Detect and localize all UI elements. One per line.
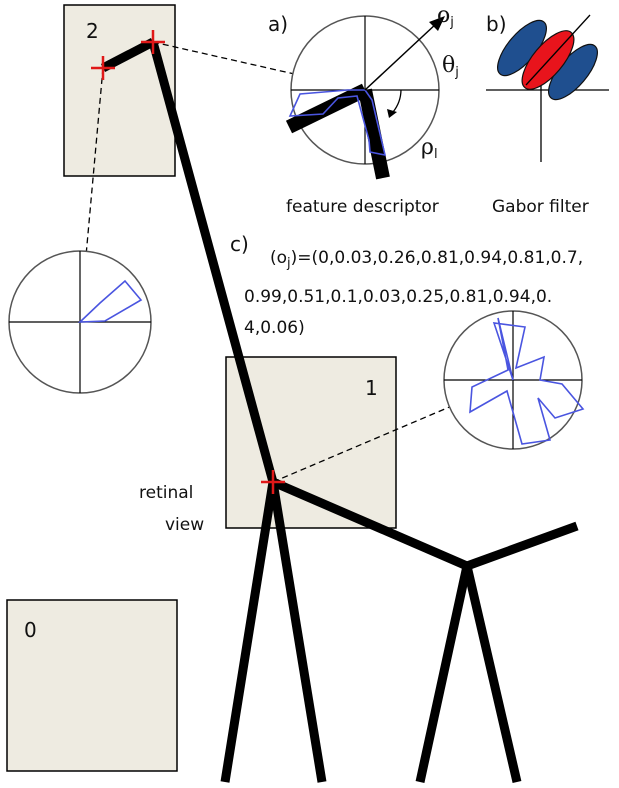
panel-label-a: a) bbox=[268, 12, 288, 36]
figure-hind-leg-left bbox=[415, 565, 472, 783]
cross-markers bbox=[91, 30, 285, 494]
marker-head bbox=[91, 56, 115, 80]
sequence-line-3: 4,0.06) bbox=[244, 318, 305, 338]
gabor-filter-icon bbox=[486, 14, 609, 162]
figure-leg-right bbox=[268, 481, 327, 783]
stick-figure bbox=[100, 38, 579, 784]
marker-neck bbox=[141, 30, 165, 54]
head-descriptor-circle bbox=[8, 250, 152, 394]
figure-hind-leg-right bbox=[462, 564, 522, 784]
connector-hip-to-right-circle bbox=[272, 379, 514, 483]
descriptor-arm-right bbox=[358, 88, 390, 180]
figure-neck bbox=[100, 38, 156, 72]
symbol-rho-l: ρl bbox=[421, 135, 438, 162]
figure-leg-left bbox=[220, 481, 278, 783]
view-number-1: 1 bbox=[365, 376, 378, 400]
panel-label-c: c) bbox=[230, 232, 249, 256]
view-box-2 bbox=[63, 4, 176, 177]
figure-back bbox=[271, 477, 469, 571]
retinal-label-line-2: view bbox=[165, 515, 204, 535]
sequence-line-1: (oj)=(0,0.03,0.26,0.81,0.94,0.81,0.7, bbox=[270, 248, 583, 271]
view-number-2: 2 bbox=[86, 19, 99, 43]
view-number-0: 0 bbox=[24, 618, 37, 642]
view-box-0 bbox=[6, 599, 178, 772]
caption-gabor-filter: Gabor filter bbox=[492, 197, 589, 217]
sequence-line-2: 0.99,0.51,0.1,0.03,0.25,0.81,0.94,0. bbox=[244, 287, 552, 307]
figure-spine bbox=[148, 40, 278, 484]
rho-arc-head bbox=[387, 109, 397, 118]
feature-descriptor-circle bbox=[285, 15, 445, 180]
head-histogram-polygon bbox=[77, 279, 143, 323]
descriptor-histogram-polygon bbox=[288, 89, 387, 157]
retinal-label-line-1: retinal bbox=[139, 483, 193, 503]
hip-descriptor-circle bbox=[443, 310, 585, 450]
marker-hip bbox=[261, 470, 285, 494]
orientation-arrow-head bbox=[429, 16, 445, 31]
orientation-arrow bbox=[364, 22, 438, 91]
symbol-theta-j: θj bbox=[442, 53, 459, 80]
caption-feature-descriptor: feature descriptor bbox=[286, 197, 439, 217]
figure-tail bbox=[465, 521, 579, 571]
hip-histogram-polygon bbox=[469, 317, 585, 445]
panel-label-b: b) bbox=[486, 12, 507, 36]
symbol-o-j: oj bbox=[437, 3, 454, 30]
